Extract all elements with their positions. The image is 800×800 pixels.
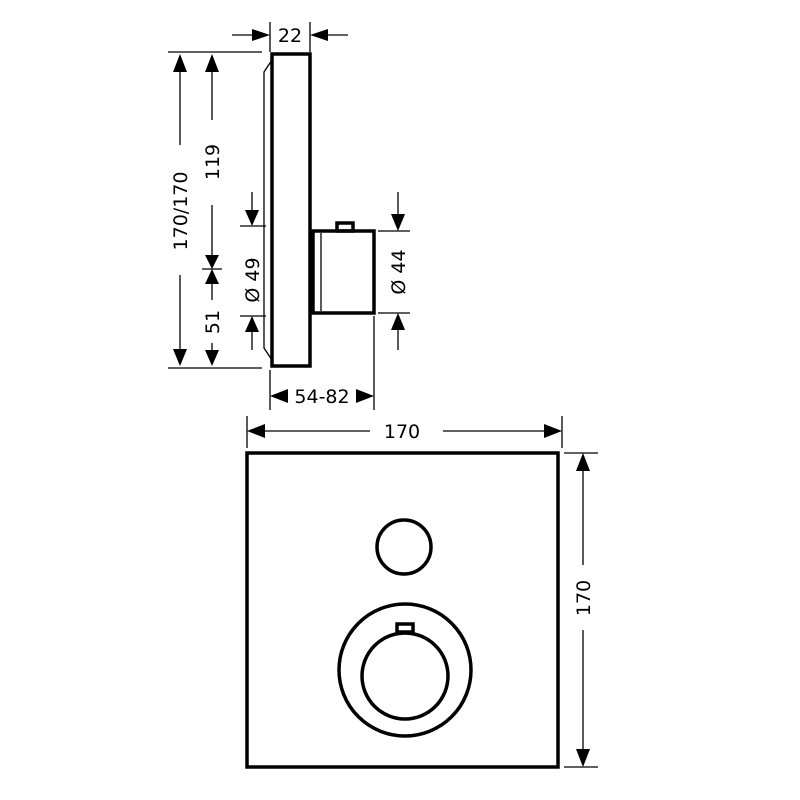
dim-upper-lower-height: 119 51: [202, 54, 224, 366]
front-plate-outline: [245, 451, 560, 769]
side-control-body: [311, 229, 376, 315]
side-plate-outline: [270, 52, 312, 368]
thermostat-knob: [360, 631, 450, 721]
total-height-label: 170/170: [170, 172, 192, 251]
dim-total-height: 170/170: [170, 54, 192, 366]
projection-label: 54-82: [294, 386, 349, 408]
side-view: 22 170/170 119 51: [168, 22, 410, 410]
push-button: [375, 518, 433, 576]
side-control-indicator: [335, 221, 355, 233]
dim-front-height: 170: [564, 452, 598, 768]
front-view: 170 170: [245, 416, 598, 769]
dim-front-width: 170: [246, 416, 563, 448]
side-plate-back-edge: [263, 59, 273, 361]
dim-diameter-49: Ø 49: [240, 192, 266, 350]
spindle-diameter-label: Ø 49: [242, 257, 264, 302]
dim-diameter-44: Ø 44: [378, 192, 410, 350]
dim-depth-22: 22: [232, 22, 348, 52]
upper-height-label: 119: [202, 144, 224, 180]
dim-projection: 54-82: [269, 316, 375, 410]
front-width-label: 170: [384, 421, 420, 443]
thermostat-ring-outer: [337, 602, 473, 738]
lower-height-label: 51: [202, 310, 224, 334]
front-height-label: 170: [573, 580, 595, 616]
body-diameter-label: Ø 44: [388, 249, 410, 294]
depth-label: 22: [278, 25, 302, 47]
thermostat-indicator: [395, 622, 415, 634]
